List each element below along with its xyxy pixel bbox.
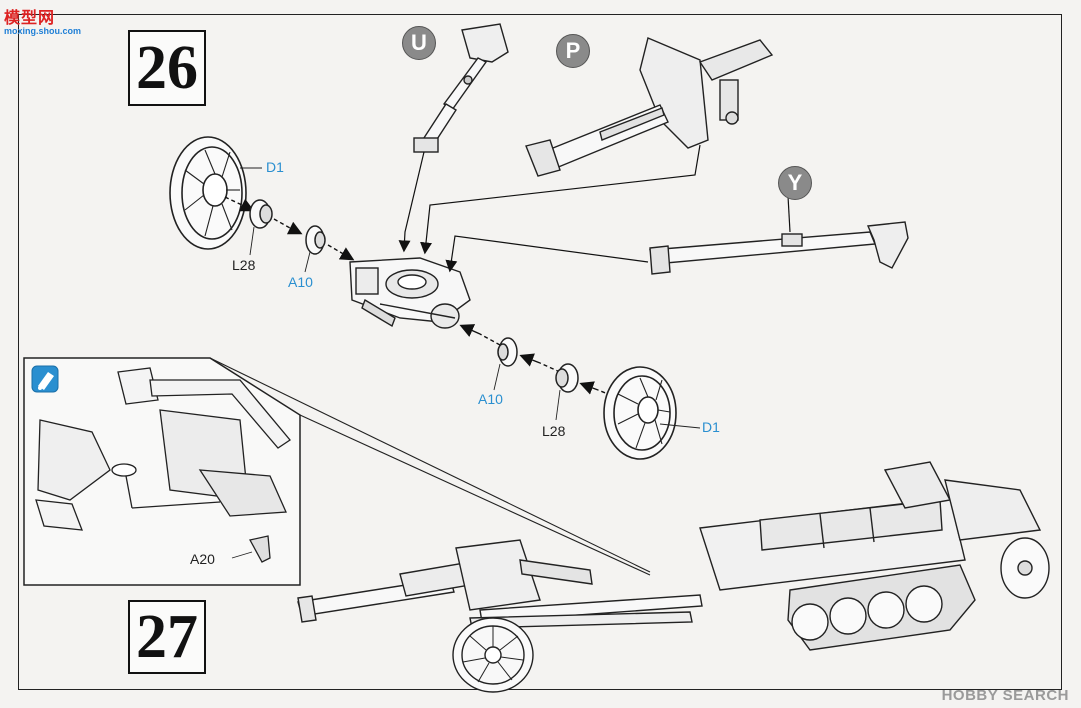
part-label-d1-top: D1: [266, 159, 284, 175]
arrow-l28-to-a10: [273, 218, 303, 235]
arrow-a10-to-axle: [327, 244, 355, 261]
hub-l28-bottom: [555, 363, 579, 393]
part-label-l28-top: L28: [232, 257, 256, 273]
wheel-d1-top: [169, 136, 247, 250]
part-label-a10-bottom: A10: [478, 391, 503, 407]
part-label-d1-bottom: D1: [702, 419, 720, 435]
part-label-a10-top: A10: [288, 274, 313, 290]
glue-icon: [31, 365, 59, 393]
carriage-axle-assembly: [349, 257, 471, 329]
part-y-trail-leg: [649, 221, 909, 275]
callout-badge-p: P: [556, 34, 590, 68]
step-number-26: 26: [128, 30, 206, 106]
part-label-a20: A20: [190, 551, 215, 567]
step-number-27: 27: [128, 600, 206, 674]
hobby-search-watermark: HOBBY SEARCH: [941, 687, 1069, 704]
hub-a10-bottom: [497, 337, 518, 367]
hub-l28-top: [249, 199, 273, 229]
callout-badge-u: U: [402, 26, 436, 60]
part-label-l28-bottom: L28: [542, 423, 566, 439]
callout-badge-y: Y: [778, 166, 812, 200]
instruction-sheet: [18, 14, 1062, 690]
part-p-gun-barrel: [525, 37, 774, 177]
detail-inset: [23, 357, 651, 586]
wheel-d1-bottom: [603, 366, 677, 460]
site-watermark: 模型网: [4, 10, 56, 27]
part-u-trail-leg: [413, 23, 509, 153]
hub-a10-top: [305, 225, 326, 255]
assembled-gun-and-halftrack: [297, 461, 1050, 693]
arrow-l28b-to-a10b: [519, 353, 561, 373]
label-leaders: [240, 167, 701, 429]
site-url-watermark: moxing.shou.com: [4, 26, 82, 36]
arrow-a10b-to-axle: [459, 324, 501, 346]
assembly-leader-lines: [398, 144, 791, 273]
